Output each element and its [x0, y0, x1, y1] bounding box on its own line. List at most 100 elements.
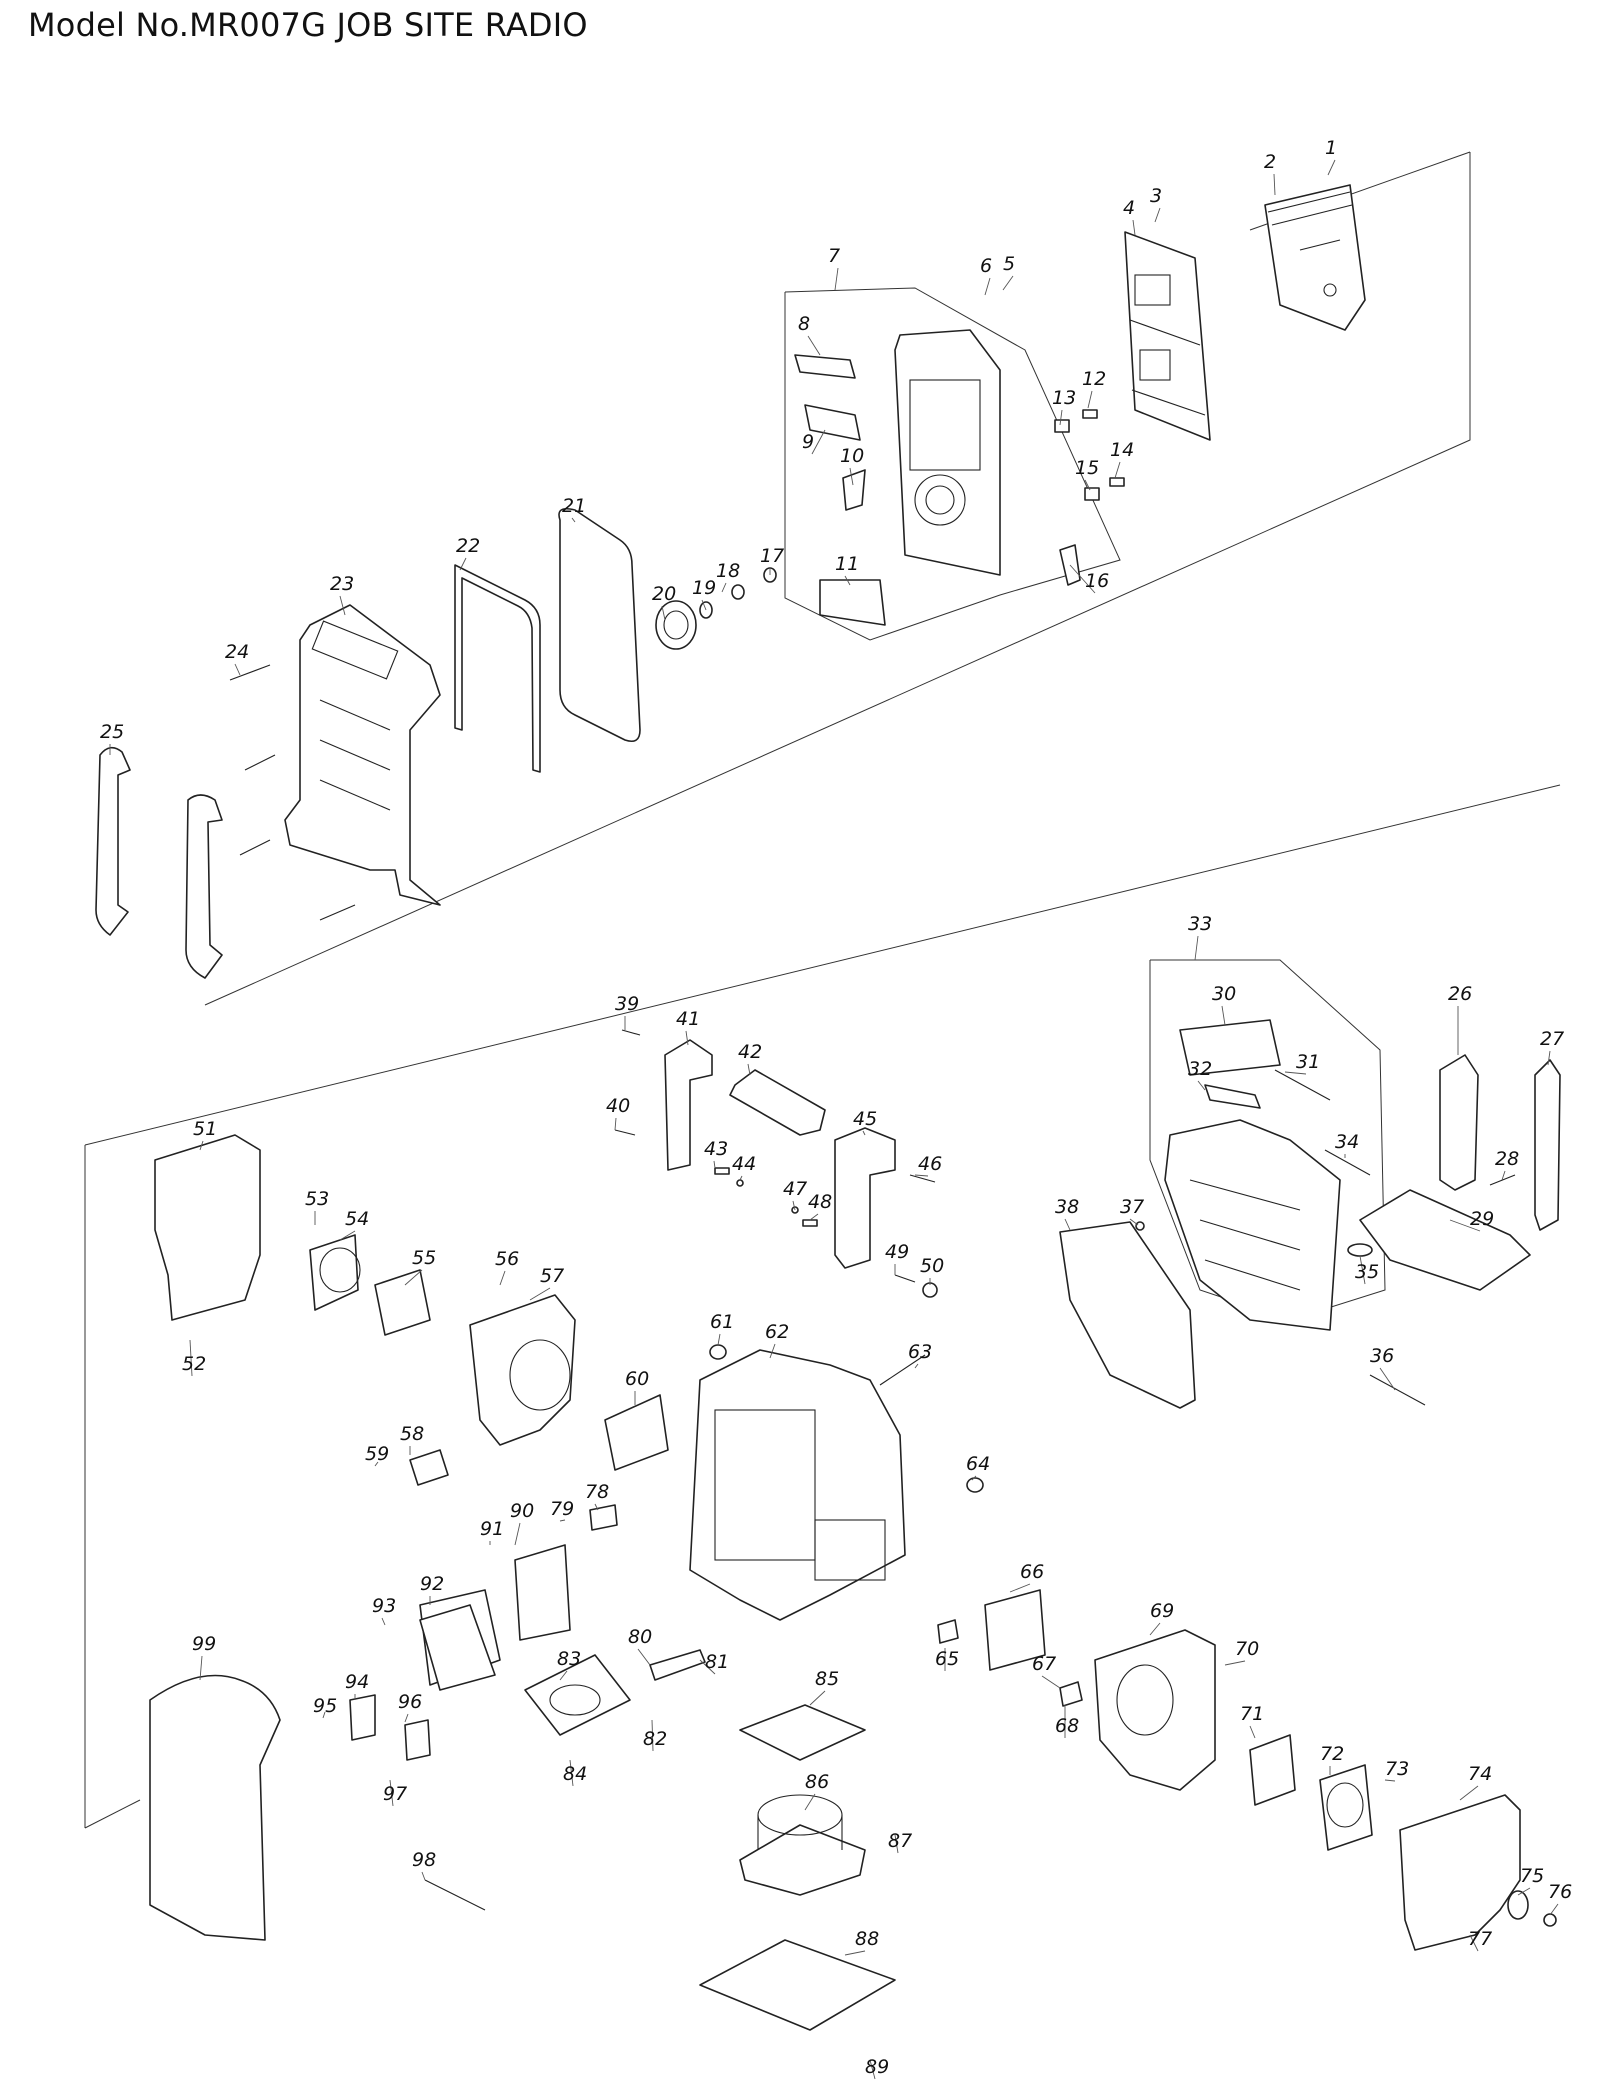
leader-line-87: [894, 1834, 899, 1854]
part-21-gasket: [558, 507, 641, 743]
part-23-housing-frame: [284, 604, 441, 906]
leader-line-54: [339, 1230, 356, 1241]
callout-number-69: 69: [1150, 1600, 1174, 1622]
callout-43: 43: [704, 1138, 728, 1169]
leader-line-2: [1273, 173, 1276, 196]
callout-37: 37: [1120, 1196, 1144, 1226]
callout-number-82: 82: [643, 1728, 667, 1750]
leader-line-73: [1384, 1779, 1396, 1782]
callout-81: 81: [699, 1651, 729, 1675]
leader-line-81: [699, 1659, 716, 1675]
parts-75-76-knob: [1507, 1890, 1557, 1927]
leader-line-99: [199, 1655, 203, 1681]
part-60-gasket: [604, 1394, 669, 1471]
callout-number-28: 28: [1495, 1148, 1519, 1170]
callout-65: 65: [935, 1648, 959, 1671]
callout-number-40: 40: [606, 1095, 630, 1117]
callout-84: 84: [563, 1759, 587, 1787]
part-72-tweeter: [1319, 1764, 1373, 1851]
callout-number-21: 21: [562, 495, 586, 517]
leader-line-96: [404, 1713, 409, 1723]
callout-75: 75: [1517, 1865, 1544, 1896]
leader-line-30: [1221, 1005, 1226, 1026]
callout-number-27: 27: [1540, 1028, 1564, 1050]
leader-line-83: [559, 1670, 568, 1681]
callout-42: 42: [738, 1041, 762, 1076]
callout-24: 24: [225, 641, 249, 676]
callout-26: 26: [1448, 983, 1472, 1055]
callout-number-24: 24: [225, 641, 249, 663]
callout-45: 45: [853, 1108, 877, 1136]
callout-number-51: 51: [193, 1118, 217, 1140]
part-83-speaker-plate: [524, 1654, 631, 1736]
leader-line-64: [971, 1475, 977, 1481]
callout-33: 33: [1188, 913, 1212, 961]
callout-number-18: 18: [716, 560, 740, 582]
callout-number-1: 1: [1325, 137, 1337, 159]
callout-number-52: 52: [182, 1353, 206, 1375]
callout-number-59: 59: [365, 1443, 389, 1465]
part-26-side-rail: [1439, 1054, 1479, 1191]
callout-86: 86: [804, 1771, 829, 1811]
callout-10: 10: [840, 445, 864, 486]
callout-41: 41: [676, 1008, 700, 1046]
callout-48: 48: [808, 1191, 832, 1221]
callout-14: 14: [1110, 439, 1134, 479]
callout-number-33: 33: [1188, 913, 1212, 935]
leader-line-22: [459, 557, 467, 571]
part-11-knob-plate: [819, 579, 886, 626]
callout-number-25: 25: [100, 721, 124, 743]
leader-line-6: [984, 277, 991, 296]
part-33-housing-assembly: [1149, 959, 1386, 1331]
part-61-grommet: [709, 1344, 727, 1360]
part-62-main-housing: [689, 1349, 906, 1621]
callout-71: 71: [1240, 1703, 1264, 1739]
callout-number-10: 10: [840, 445, 864, 467]
part-45-handle-right: [834, 1127, 896, 1269]
part-42-tube: [729, 1069, 826, 1136]
leader-line-61: [717, 1333, 721, 1346]
callout-27: 27: [1540, 1028, 1564, 1066]
leader-line-3: [1154, 207, 1161, 223]
part-54-tweeter: [309, 1234, 361, 1311]
leader-line-32: [1197, 1080, 1206, 1091]
part-98-rod: [424, 1879, 486, 1911]
callout-8: 8: [798, 313, 821, 356]
callout-96: 96: [398, 1691, 422, 1723]
part-35-clip: [1347, 1243, 1373, 1257]
callout-61: 61: [710, 1311, 734, 1346]
callout-90: 90: [510, 1500, 534, 1546]
leader-line-46: [914, 1174, 929, 1177]
part-29-battery-cover: [1359, 1189, 1531, 1291]
callout-number-29: 29: [1470, 1208, 1494, 1230]
part-86-woofer: [739, 1794, 866, 1896]
callout-number-91: 91: [480, 1518, 504, 1540]
callout-number-34: 34: [1335, 1131, 1359, 1153]
callout-93: 93: [372, 1595, 396, 1626]
leader-line-42: [747, 1063, 751, 1076]
part-2-heatsink-board: [1264, 184, 1366, 331]
callout-97: 97: [383, 1779, 407, 1807]
part-4-main-pcb: [1124, 231, 1211, 441]
callout-47: 47: [783, 1178, 807, 1211]
callout-56: 56: [495, 1248, 519, 1286]
callout-number-9: 9: [802, 431, 814, 453]
callout-64: 64: [966, 1453, 990, 1481]
callout-number-13: 13: [1052, 387, 1076, 409]
part-85-gasket: [739, 1704, 866, 1761]
callout-99: 99: [192, 1633, 216, 1681]
callout-number-55: 55: [412, 1247, 436, 1269]
callout-1: 1: [1325, 137, 1337, 176]
callout-62: 62: [765, 1321, 789, 1359]
callout-number-86: 86: [805, 1771, 829, 1793]
leader-line-48: [809, 1213, 819, 1221]
callout-number-12: 12: [1082, 368, 1106, 390]
part-10-cover: [842, 469, 866, 511]
callout-number-79: 79: [550, 1498, 574, 1520]
part-71-gasket: [1249, 1734, 1296, 1806]
leader-line-4: [1132, 219, 1136, 236]
part-58-plate: [409, 1449, 449, 1486]
callout-number-75: 75: [1520, 1865, 1544, 1887]
parts-92-97-switch-parts: [349, 1604, 496, 1761]
part-28-pin: [1489, 1174, 1516, 1186]
